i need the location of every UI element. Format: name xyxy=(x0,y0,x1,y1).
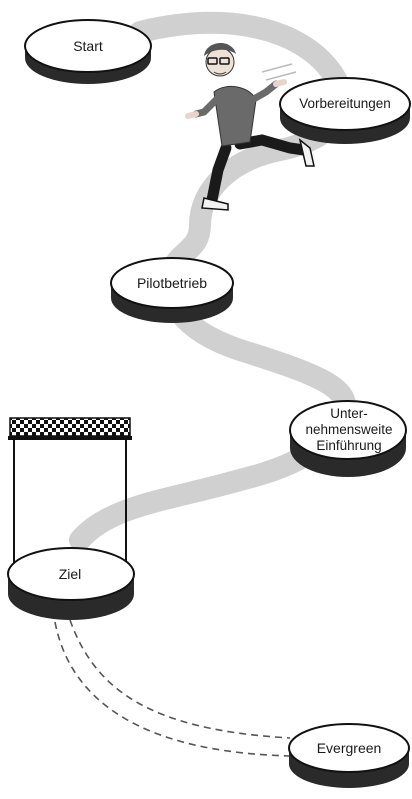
station-label-ziel: Ziel xyxy=(58,566,82,582)
dashed-line-lower xyxy=(54,621,291,757)
station-label-start: Start xyxy=(73,38,103,54)
disc-einfuehrung xyxy=(289,400,407,477)
disc-evergreen xyxy=(288,723,410,788)
checkered-finish-flag-icon xyxy=(9,417,131,437)
disc-pilotbetrieb xyxy=(110,257,234,323)
station-label-vorbereitungen: Vorbereitungen xyxy=(299,96,391,111)
disc-vorbereitungen xyxy=(279,77,411,144)
station-label-evergreen: Evergreen xyxy=(316,740,382,756)
disc-start xyxy=(24,19,152,84)
station-label-pilotbetrieb: Pilotbetrieb xyxy=(136,275,208,291)
dashed-line-upper xyxy=(69,619,291,739)
disc-ziel xyxy=(7,547,135,620)
station-label-einfuehrung: Unter- nehmensweite Einführung xyxy=(305,406,393,453)
running-person-icon xyxy=(185,42,315,211)
